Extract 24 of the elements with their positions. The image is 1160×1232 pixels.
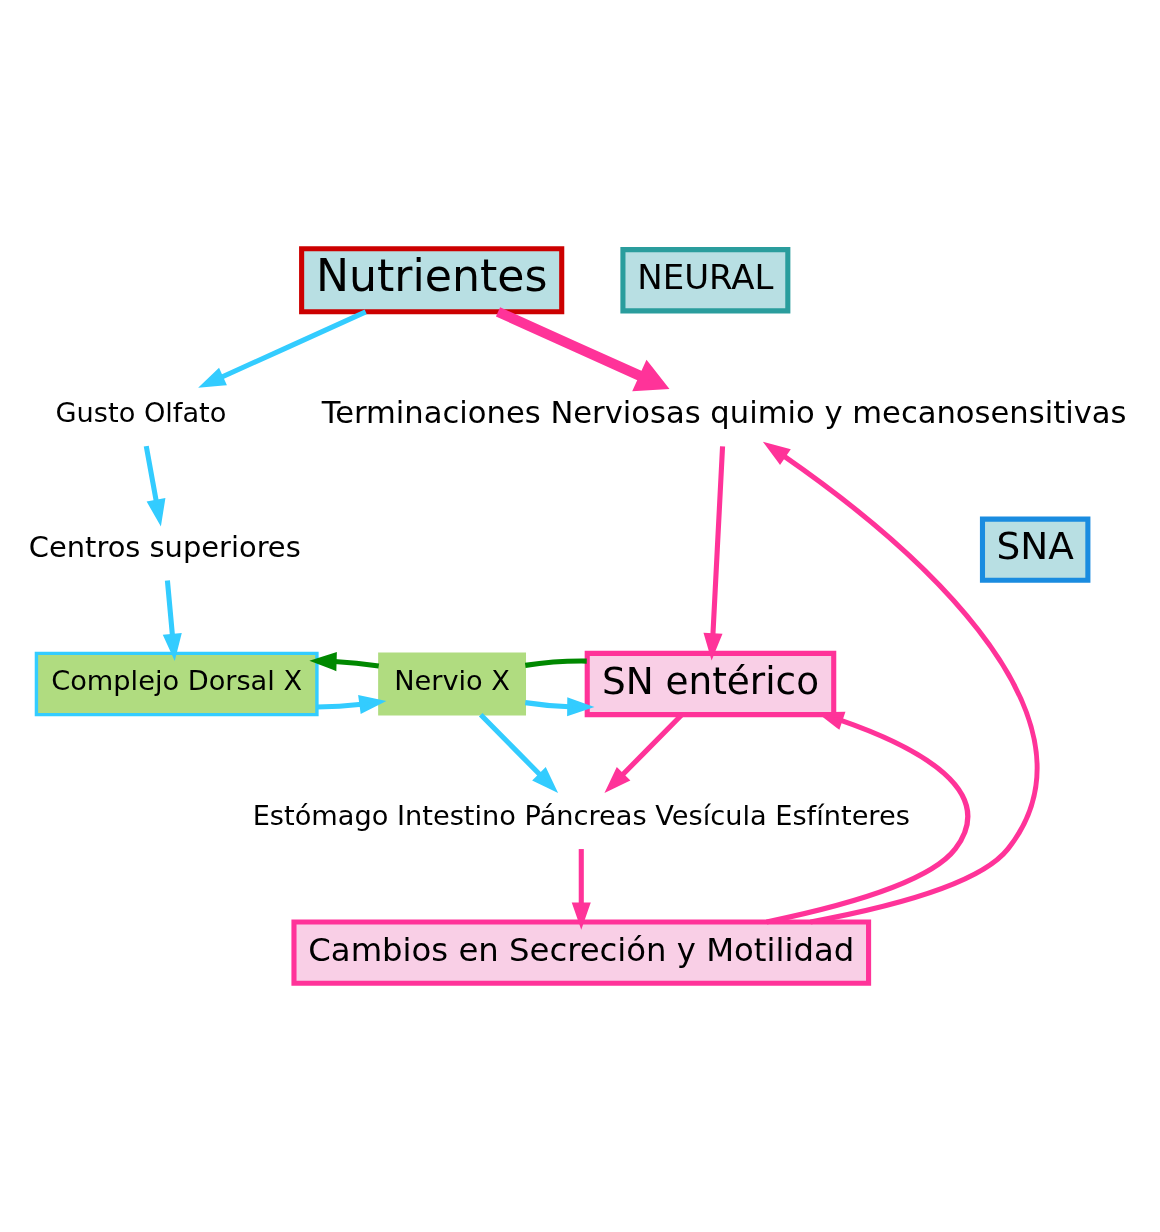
arrow [762, 441, 1040, 925]
node-box: Nervio X [378, 652, 527, 716]
arrow [478, 712, 559, 794]
node-text: Gusto Olfato [55, 396, 227, 428]
arrow [571, 849, 591, 930]
arrow [703, 446, 726, 661]
node-text: Estómago Intestino Páncreas Vesícula Esfínteres [252, 799, 910, 831]
arrow [198, 309, 367, 388]
node-box: Cambios en Secreción y Motilidad [291, 919, 872, 986]
arrow [495, 307, 670, 392]
arrow [143, 445, 166, 527]
node-text: Terminaciones Nerviosas quimio y mecanosensitivas [321, 394, 1127, 430]
arrow [524, 697, 595, 717]
node-box: Complejo Dorsal X [34, 651, 319, 717]
node-box: Nutrientes [299, 246, 565, 315]
arrow [317, 695, 387, 714]
connector [524, 658, 587, 668]
node-text: Centros superiores [28, 529, 301, 564]
node-box: NEURAL [620, 247, 791, 314]
node-box: SNA [979, 516, 1091, 583]
arrow [162, 580, 182, 661]
node-box: SN entérico [584, 650, 837, 718]
arrow [309, 652, 380, 672]
arrow [766, 711, 970, 925]
